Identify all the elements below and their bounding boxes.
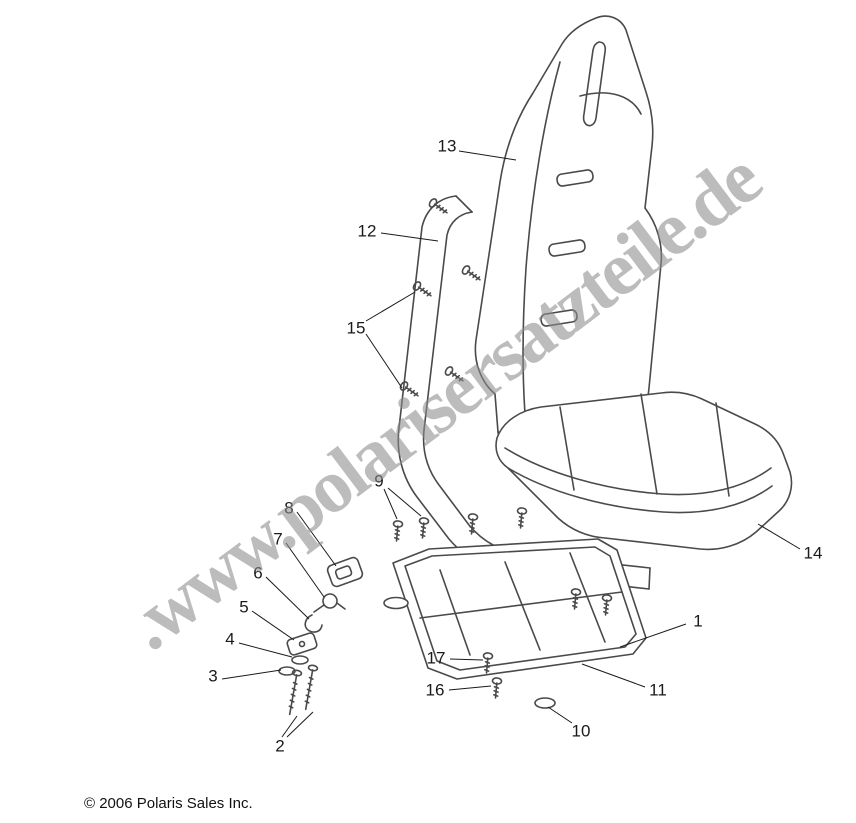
callout-14: 14 xyxy=(803,543,823,563)
callout-6: 6 xyxy=(253,563,263,583)
callout-10: 10 xyxy=(571,721,591,741)
copyright-text: © 2006 Polaris Sales Inc. xyxy=(84,795,253,812)
callout-8: 8 xyxy=(284,498,294,518)
callout-15: 15 xyxy=(346,318,366,338)
leader-lines xyxy=(221,150,801,738)
seat-base-pan xyxy=(392,538,647,680)
callout-3: 3 xyxy=(208,666,218,686)
callout-17: 17 xyxy=(426,648,446,668)
latch-hardware xyxy=(278,556,364,716)
callout-2: 2 xyxy=(275,736,285,756)
hook-part-6 xyxy=(304,614,323,633)
spring-part-7 xyxy=(313,593,346,613)
callout-16: 16 xyxy=(425,680,445,700)
plate-part-5 xyxy=(286,632,318,656)
seat-back xyxy=(474,15,663,453)
screw-part-16 xyxy=(490,676,503,700)
callout-4: 4 xyxy=(225,629,235,649)
callout-12: 12 xyxy=(357,221,377,241)
callout-7: 7 xyxy=(273,529,283,549)
callout-5: 5 xyxy=(239,597,249,617)
bolt-part-2a xyxy=(284,668,303,716)
mount-pad xyxy=(383,596,409,610)
callout-1: 1 xyxy=(693,611,703,631)
seat-bottom-cushion xyxy=(495,391,793,551)
washer-part-4 xyxy=(291,655,309,665)
callout-13: 13 xyxy=(437,136,457,156)
callout-9: 9 xyxy=(374,471,384,491)
mount-pad-10 xyxy=(534,697,556,709)
buckle-part-8 xyxy=(326,556,364,588)
callout-11: 11 xyxy=(649,680,667,700)
bolt-part-2b xyxy=(300,663,319,711)
